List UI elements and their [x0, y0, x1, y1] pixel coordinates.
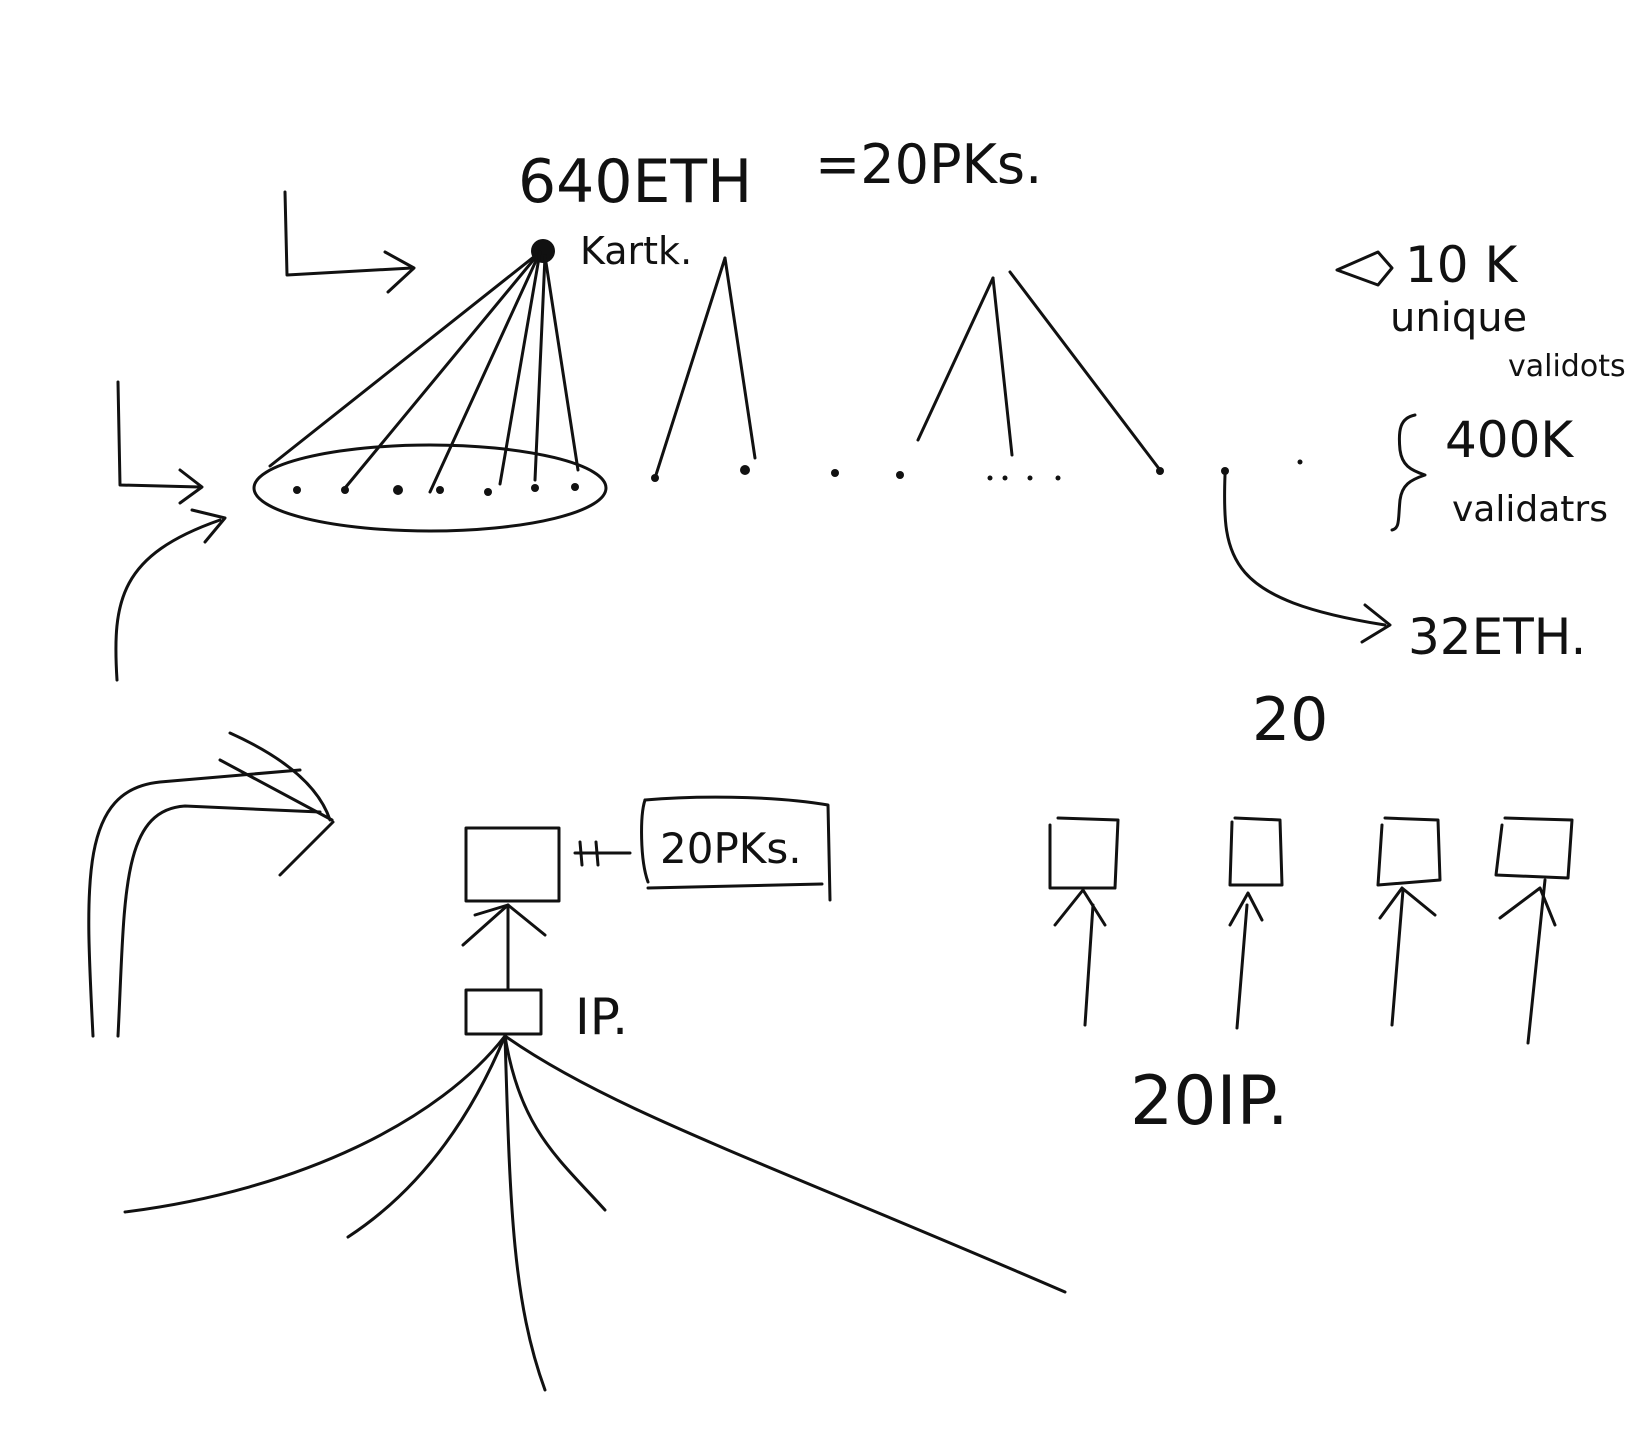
mid-left-arrow — [116, 380, 204, 505]
label-box-20pks: 20PKs. — [660, 824, 802, 873]
label-kartik: Kartk. — [580, 229, 693, 273]
top-left-arrow — [283, 190, 416, 294]
validator-dots — [293, 459, 1303, 496]
pk-box-connector — [573, 795, 832, 902]
label-unique: unique — [1390, 295, 1528, 341]
validators-brace — [1390, 413, 1427, 532]
label-20ip: 20IP. — [1130, 1062, 1289, 1141]
curved-arrow-to-group — [114, 508, 227, 682]
right-box-2 — [1228, 816, 1284, 1030]
label-640eth: 640ETH — [518, 147, 753, 217]
right-box-3 — [1376, 816, 1442, 1027]
ip-to-pk-arrow — [461, 903, 547, 992]
third-fan — [916, 270, 1162, 472]
pk-box — [464, 826, 561, 903]
right-box-1 — [1048, 816, 1120, 1027]
ip-fanout — [123, 1034, 1067, 1392]
second-fan — [653, 256, 757, 480]
label-20: 20 — [1252, 685, 1329, 755]
label-32eth: 32ETH. — [1408, 608, 1587, 666]
bottom-left-curved-arrows — [87, 731, 335, 1038]
tenk-arrow — [1335, 250, 1394, 287]
label-400k: 400K — [1445, 411, 1574, 469]
right-box-4 — [1494, 816, 1574, 1045]
validator-to-eth-arrow — [1223, 473, 1392, 644]
validator-group-ellipse — [252, 443, 608, 533]
label-10k: 10 K — [1405, 236, 1518, 294]
label-validators: validatrs — [1452, 489, 1608, 530]
ip-box — [464, 988, 543, 1036]
label-ip: IP. — [575, 988, 629, 1046]
kartik-edges — [268, 250, 580, 494]
label-validots: validots — [1508, 349, 1626, 384]
label-20pks-top: =20PKs. — [815, 133, 1043, 196]
